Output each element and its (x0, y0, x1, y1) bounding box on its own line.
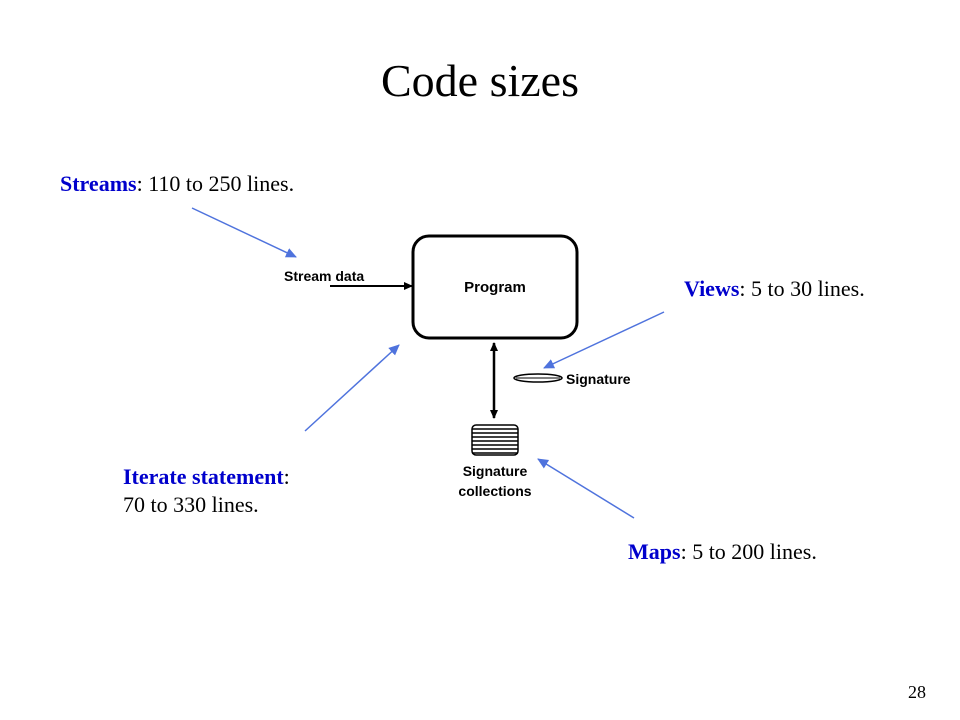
streams-keyword: Streams (60, 171, 137, 196)
iterate-keyword: Iterate statement (123, 464, 284, 489)
views-separator: : (739, 276, 746, 301)
slide-title: Code sizes (380, 55, 579, 106)
streams-separator: : (136, 171, 143, 196)
maps-keyword: Maps (628, 539, 681, 564)
program-box (411, 234, 579, 340)
maps-separator: : (680, 539, 687, 564)
maps-detail: 5 to 200 lines. (686, 539, 817, 564)
iterate-callout: Iterate statement: 70 to 330 lines. (123, 463, 290, 519)
signature-label: Signature (566, 371, 631, 387)
streams-callout: Streams: 110 to 250 lines. (60, 170, 294, 198)
collections-label-line-2: collections (458, 483, 531, 499)
maps-pointer-arrow (537, 458, 635, 519)
iterate-detail: 70 to 330 lines. (123, 492, 259, 517)
iterate-pointer-arrow (304, 344, 400, 432)
views-detail: 5 to 30 lines. (745, 276, 865, 301)
views-keyword: Views (684, 276, 740, 301)
collections-label-line-1: Signature (463, 463, 528, 479)
program-label: Program (464, 279, 526, 296)
stream-data-label: Stream data (284, 268, 364, 284)
streams-detail: 110 to 250 lines. (142, 171, 295, 196)
collections-stack-icon (471, 424, 519, 456)
streams-pointer-arrow (191, 207, 297, 258)
signature-icon (513, 373, 563, 383)
page-number: 28 (908, 682, 926, 702)
iterate-line-1: Iterate statement: (123, 463, 290, 491)
iterate-separator: : (283, 464, 290, 489)
maps-callout: Maps: 5 to 200 lines. (628, 538, 817, 566)
views-pointer-arrow (543, 311, 665, 369)
views-callout: Views: 5 to 30 lines. (684, 275, 865, 303)
